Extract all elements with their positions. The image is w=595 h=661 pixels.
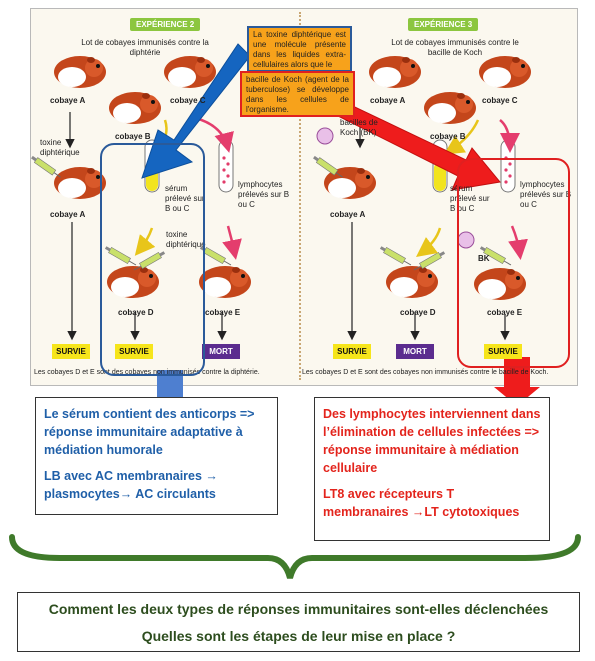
question-line-2: Quelles sont les étapes de leur mise en … xyxy=(141,628,456,644)
question-line-1: Comment les deux types de réponses immun… xyxy=(48,601,549,617)
humoral-highlight-frame xyxy=(100,143,205,376)
bk-note-box: bacille de Koch (agent de la tuberculose… xyxy=(240,71,355,117)
cellular-response-note: Des lymphocytes interviennent dans l’éli… xyxy=(314,397,550,541)
right-cobaye-a: cobaye A xyxy=(370,96,406,105)
right-cobaye-d: cobaye D xyxy=(400,308,436,317)
right-caption: Les cobayes D et E sont des cobayes non … xyxy=(302,369,549,376)
cellular-note-line-2: LT8 avec récepteurs T membranaires →LT c… xyxy=(323,487,520,519)
experiment-2-badge: EXPÉRIENCE 2 xyxy=(130,18,201,31)
toxin-note-box: La toxine diphtérique est une molécule p… xyxy=(247,26,352,72)
panel-divider xyxy=(299,12,301,380)
left-cobaye-c: cobaye C xyxy=(170,96,206,105)
left-cobaye-a: cobaye A xyxy=(50,96,86,105)
cellular-highlight-frame xyxy=(457,158,570,368)
right-cobaye-b: cobaye B xyxy=(430,132,466,141)
left-cobaye-e: cobaye E xyxy=(205,308,241,317)
right-serum-label: sérum prélevé sur B ou C xyxy=(450,184,490,213)
humoral-response-note: Le sérum contient des anticorps => répon… xyxy=(35,397,278,515)
humoral-note-line-2: LB avec AC membranaires → plasmocytes→ A… xyxy=(44,469,218,501)
right-group-label: Lot de cobayes immunisés contre le bacil… xyxy=(391,38,519,57)
right-bk-label: bacilles de Koch (BK) xyxy=(340,118,378,137)
right-bk-short: BK xyxy=(478,254,490,263)
left-lympho-label: lymphocytes prélevés sur B ou C xyxy=(238,180,290,209)
left-outcome-e: MORT xyxy=(202,344,240,359)
right-outcome-d: MORT xyxy=(396,344,434,359)
left-cobaye-d: cobaye D xyxy=(118,308,154,317)
right-cobaye-a2: cobaye A xyxy=(330,210,366,219)
right-cobaye-e: cobaye E xyxy=(487,308,523,317)
left-outcome-a: SURVIE xyxy=(52,344,90,359)
humoral-note-line-1: Le sérum contient des anticorps => répon… xyxy=(44,407,255,457)
left-caption: Les cobayes D et E sont des cobayes non … xyxy=(34,369,260,376)
right-cobaye-c: cobaye C xyxy=(482,96,518,105)
left-cobaye-b: cobaye B xyxy=(115,132,151,141)
experiment-3-badge: EXPÉRIENCE 3 xyxy=(408,18,479,31)
right-outcome-a: SURVIE xyxy=(333,344,371,359)
left-cobaye-a2: cobaye A xyxy=(50,210,86,219)
left-toxin-label: toxine diphtérique xyxy=(40,138,80,157)
left-toxin-label-2: toxine diphtérique xyxy=(166,230,206,249)
left-group-label: Lot de cobayes immunisés contre la dipht… xyxy=(81,38,209,57)
cellular-note-line-1: Des lymphocytes interviennent dans l’éli… xyxy=(323,407,541,475)
left-serum-label: sérum prélevé sur B ou C xyxy=(165,184,205,213)
right-outcome-e: SURVIE xyxy=(484,344,522,359)
right-lympho-label: lymphocytes prélevés sur B ou C xyxy=(520,180,572,209)
left-outcome-d: SURVIE xyxy=(115,344,153,359)
question-box: Comment les deux types de réponses immun… xyxy=(17,592,580,652)
